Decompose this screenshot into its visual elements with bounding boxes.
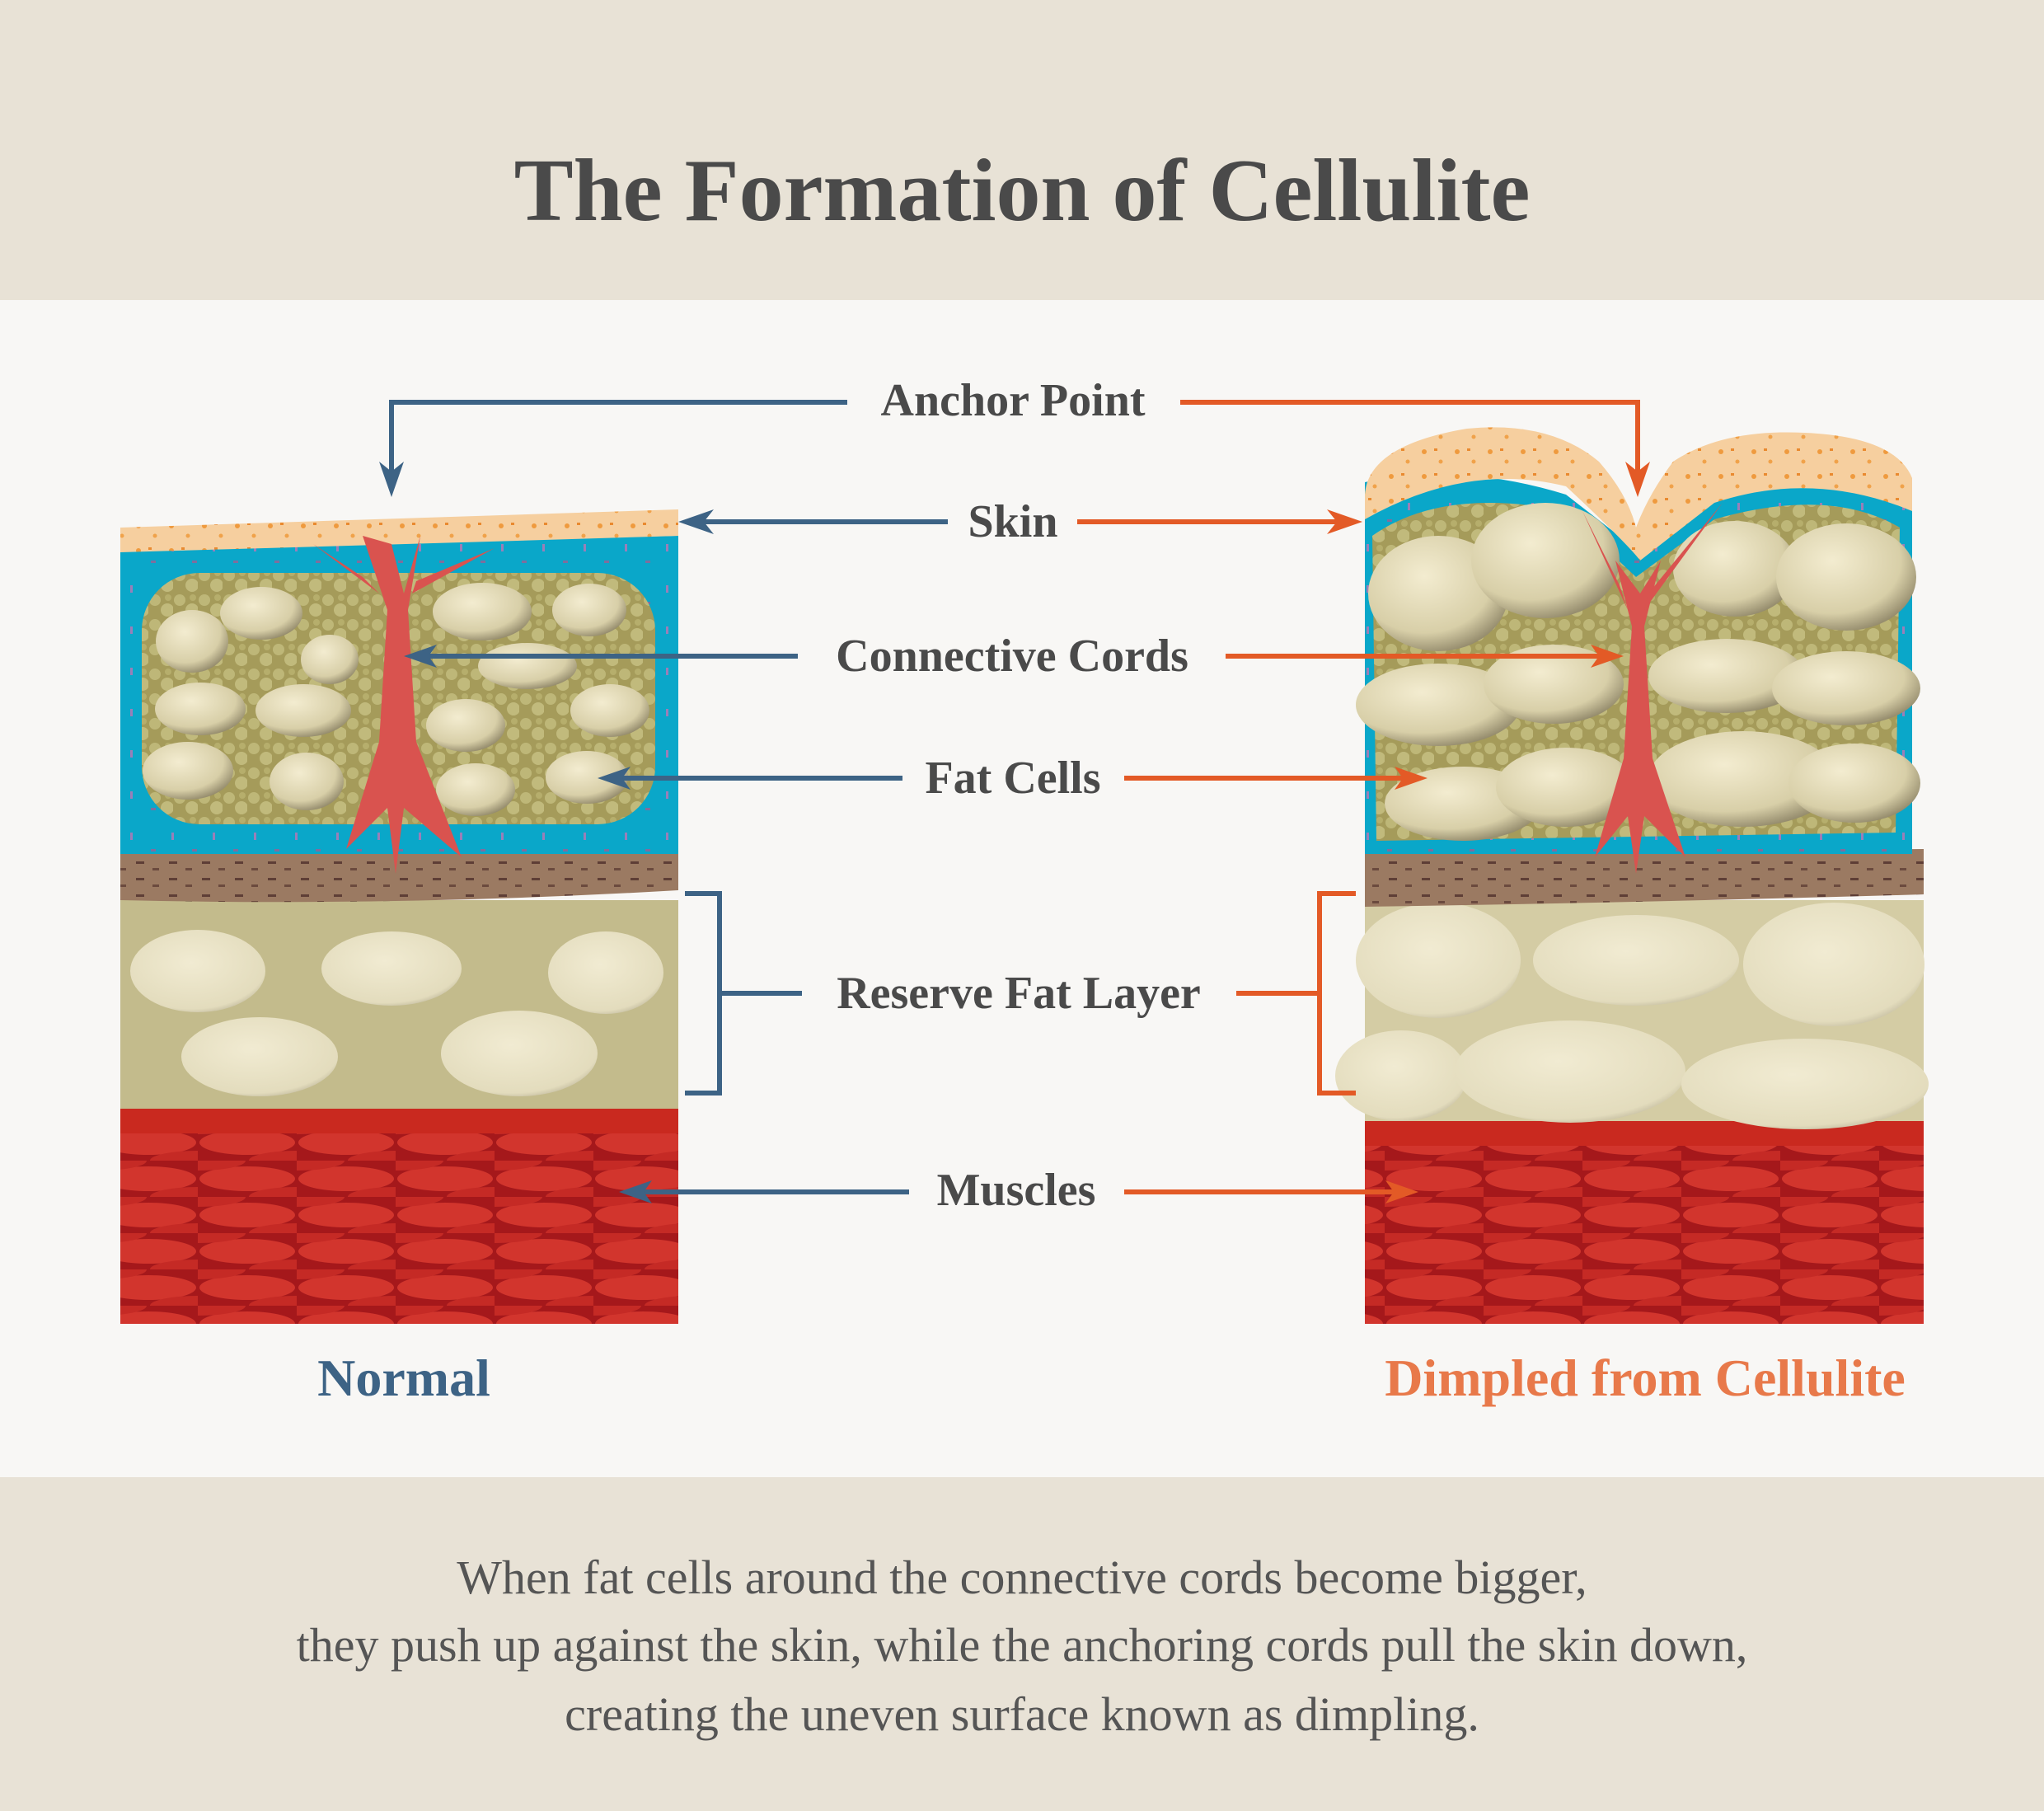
footer-text-line: they push up against the skin, while the… (296, 1618, 1748, 1672)
label-reserve-fat-layer: Reserve Fat Layer (837, 968, 1201, 1019)
header-band (0, 0, 2044, 300)
normal-hypodermis-band (120, 847, 678, 903)
caption-dimpled: Dimpled from Cellulite (1385, 1349, 1906, 1407)
dimpled-epidermis (1365, 427, 1912, 561)
normal-connective-cord (346, 536, 462, 874)
footer-band (0, 1477, 2044, 1811)
reserve-fat-bracket-left (685, 891, 802, 1096)
label-muscles: Muscles (936, 1165, 1096, 1216)
caption-normal: Normal (317, 1349, 490, 1407)
label-fat-cells: Fat Cells (925, 753, 1101, 804)
normal-leader-lines (389, 400, 948, 1194)
page-title: The Formation of Cellulite (513, 142, 1531, 240)
dimpled-leader-lines (1077, 400, 1640, 1194)
footer-text-line: creating the uneven surface known as dim… (565, 1687, 1479, 1741)
normal-epidermis (120, 509, 678, 552)
anchor-point-leader-right (1180, 400, 1640, 486)
dimpled-skin-diagram (1335, 427, 1929, 1324)
label-connective-cords: Connective Cords (836, 631, 1188, 682)
reserve-fat-bracket-right (1236, 891, 1356, 1096)
normal-muscle-layer (120, 1109, 678, 1324)
anchor-point-leader-left (389, 400, 847, 486)
dimpled-hypodermis-band (1365, 849, 1924, 907)
dimpled-connective-cord (1595, 561, 1685, 874)
normal-skin-diagram (120, 509, 678, 1324)
dimpled-muscle-layer (1365, 1121, 1924, 1324)
footer-text-line: When fat cells around the connective cor… (457, 1551, 1587, 1604)
label-anchor-point: Anchor Point (880, 375, 1146, 426)
label-skin: Skin (968, 496, 1058, 547)
